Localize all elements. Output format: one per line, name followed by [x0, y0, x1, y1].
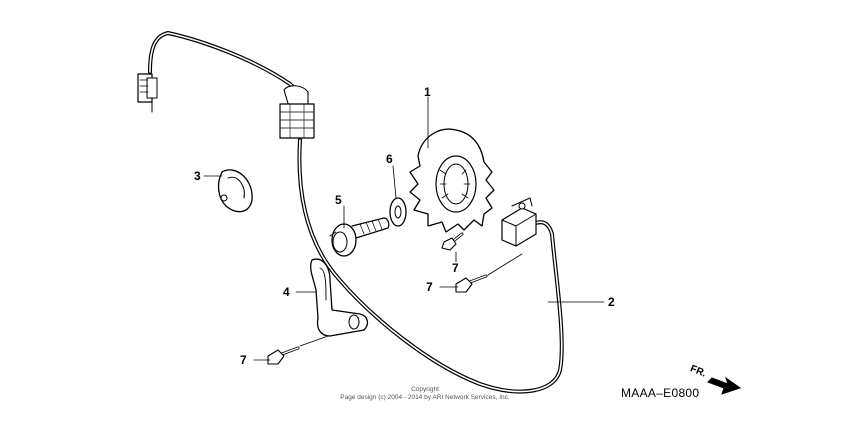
leader-lines: [203, 96, 605, 361]
clip-part: [217, 169, 253, 213]
callout-part-1: 1: [424, 85, 431, 99]
diagram-code: MAAA–E0800: [621, 386, 700, 400]
callout-part-6: 6: [386, 152, 393, 166]
callout-part-7-middle: 7: [426, 280, 433, 294]
callout-part-2: 2: [608, 295, 615, 309]
copyright-title: Copyright: [411, 386, 439, 393]
callout-part-7-lower: 7: [240, 353, 247, 367]
rotor-plate-part: [409, 128, 495, 233]
washer-part: [389, 197, 407, 227]
callout-part-3: 3: [194, 169, 201, 183]
bracket-part: [310, 258, 369, 337]
bolt-part-c: [267, 346, 300, 365]
callout-part-7-upper: 7: [452, 261, 459, 275]
front-direction-arrow-icon: [707, 376, 742, 395]
copyright-notice: Page design (c) 2004 - 2014 by ARI Netwo…: [340, 394, 510, 401]
wire-harness-part: [137, 31, 564, 394]
flange-bolt-part: [329, 217, 390, 257]
bolt-part-a: [441, 232, 464, 251]
callout-part-4: 4: [283, 285, 290, 299]
callout-part-5: 5: [335, 193, 342, 207]
bolt-part-b: [455, 274, 488, 293]
